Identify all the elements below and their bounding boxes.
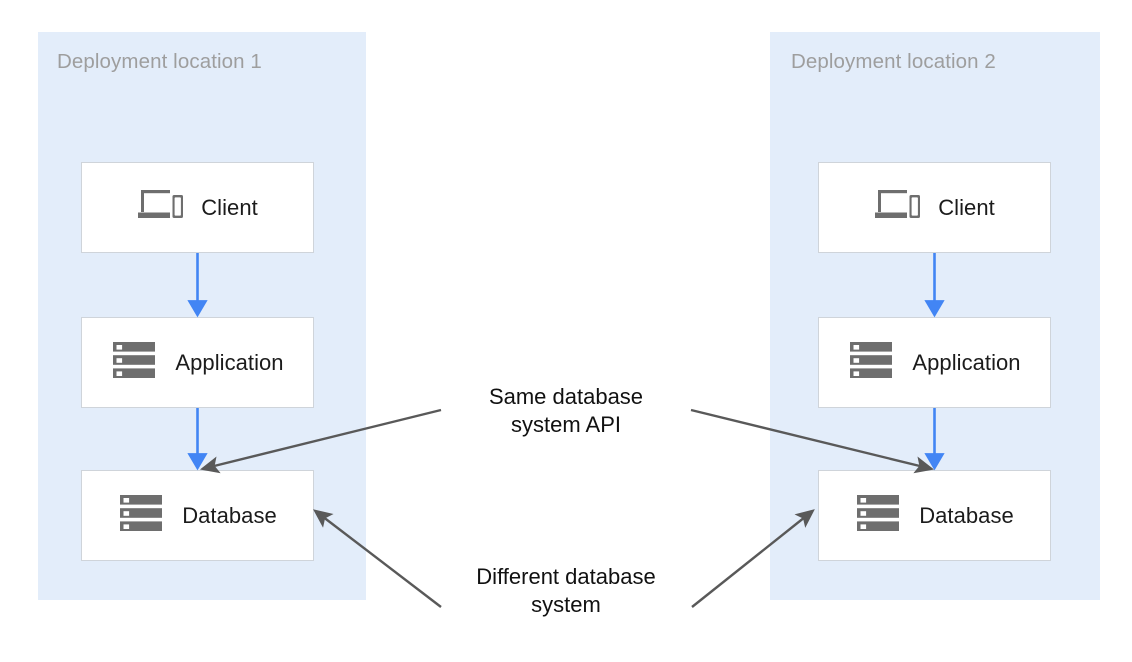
- deployment-location-2-title: Deployment location 2: [791, 50, 996, 73]
- node-client-1[interactable]: Client: [81, 162, 314, 253]
- node-application-1[interactable]: Application: [81, 317, 314, 408]
- node-database-1[interactable]: Database: [81, 470, 314, 561]
- node-database-2[interactable]: Database: [818, 470, 1051, 561]
- devices-icon: [137, 187, 184, 228]
- annotation-same-database-system-api: Same database system API: [488, 384, 644, 438]
- node-database-2-label: Database: [919, 502, 1014, 528]
- server-stack-icon: [848, 340, 894, 385]
- devices-icon: [874, 187, 921, 228]
- server-stack-icon: [118, 493, 164, 538]
- annotation-different-database-system: Different database system: [476, 564, 656, 618]
- node-database-1-label: Database: [182, 502, 277, 528]
- server-stack-icon: [855, 493, 901, 538]
- node-application-1-label: Application: [175, 349, 284, 375]
- node-client-1-label: Client: [201, 194, 258, 220]
- node-client-2[interactable]: Client: [818, 162, 1051, 253]
- node-client-2-label: Client: [938, 194, 995, 220]
- node-application-2-label: Application: [912, 349, 1021, 375]
- node-application-2[interactable]: Application: [818, 317, 1051, 408]
- server-stack-icon: [111, 340, 157, 385]
- deployment-location-1-title: Deployment location 1: [57, 50, 262, 73]
